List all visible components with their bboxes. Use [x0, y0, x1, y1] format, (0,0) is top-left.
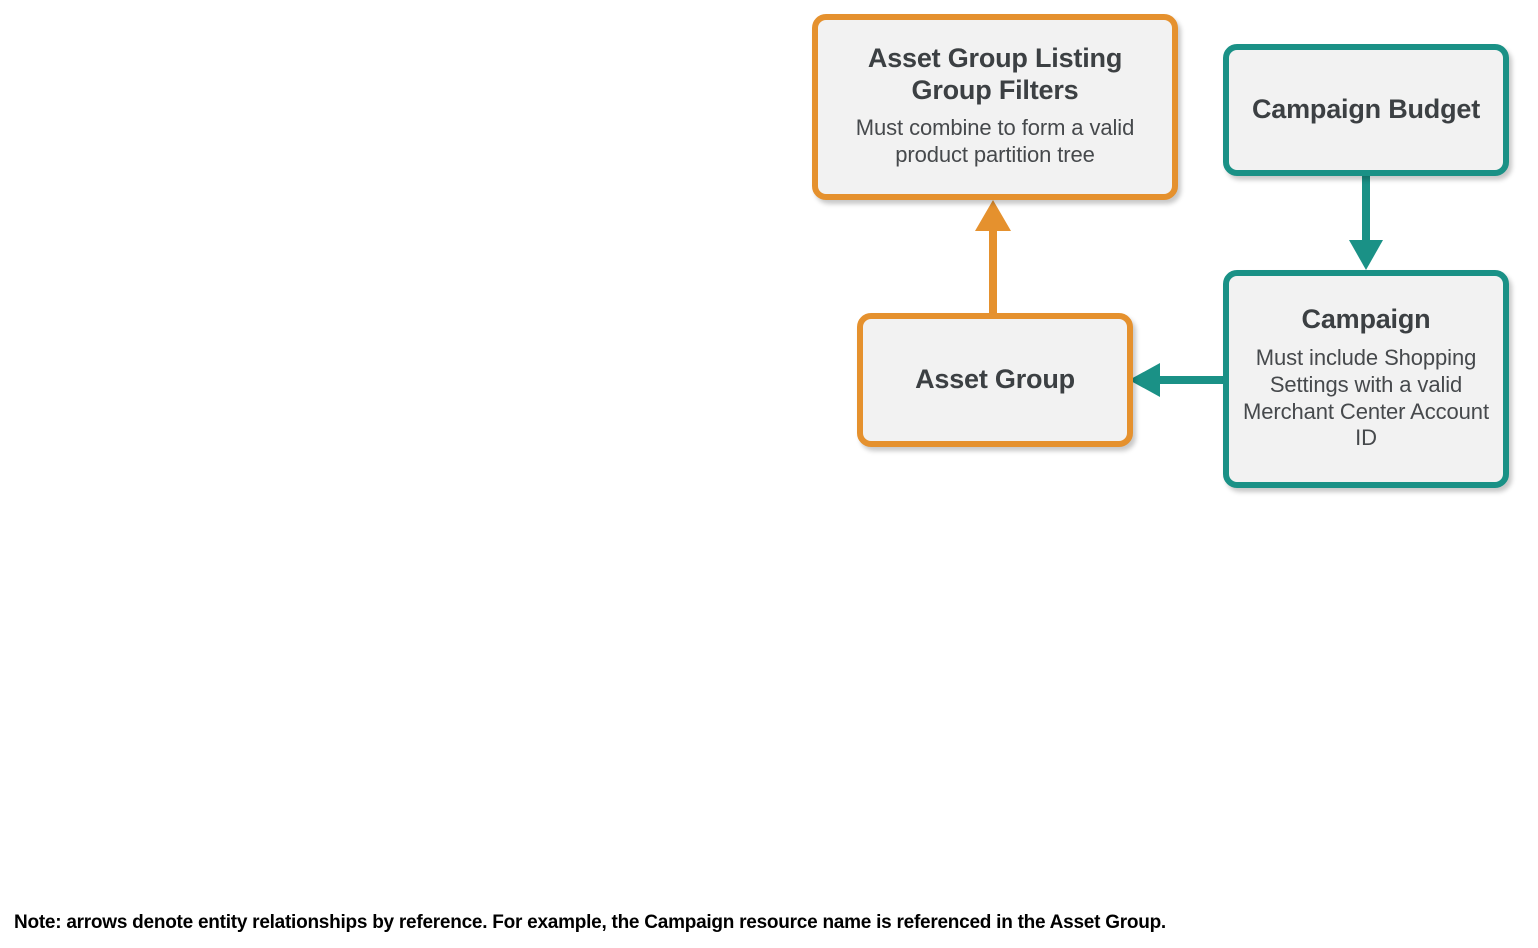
arrow-down-icon: [1349, 240, 1383, 270]
node-title: Campaign: [1301, 303, 1431, 334]
node-title: Asset Group Listing Group Filters: [867, 43, 1123, 105]
edge-campaign-to-asset-group-line: [1160, 376, 1228, 384]
edge-asset-group-to-listing-group-filters-line: [989, 228, 997, 314]
node-campaign-budget[interactable]: Campaign Budget: [1223, 44, 1509, 176]
diagram-note: Note: arrows denote entity relationships…: [14, 912, 1166, 933]
arrow-up-icon: [975, 200, 1011, 231]
node-campaign[interactable]: Campaign Must include Shopping Settings …: [1223, 270, 1509, 488]
arrow-left-icon: [1129, 363, 1160, 397]
node-subtitle: Must include Shopping Settings with a va…: [1243, 345, 1489, 451]
node-asset-group[interactable]: Asset Group: [857, 313, 1133, 447]
node-subtitle: Must combine to form a valid product par…: [855, 114, 1135, 167]
node-asset-group-listing-group-filters[interactable]: Asset Group Listing Group Filters Must c…: [812, 14, 1178, 200]
edge-campaign-budget-to-campaign-line: [1362, 175, 1370, 245]
node-title: Asset Group: [915, 364, 1075, 395]
node-title: Campaign Budget: [1251, 94, 1480, 125]
